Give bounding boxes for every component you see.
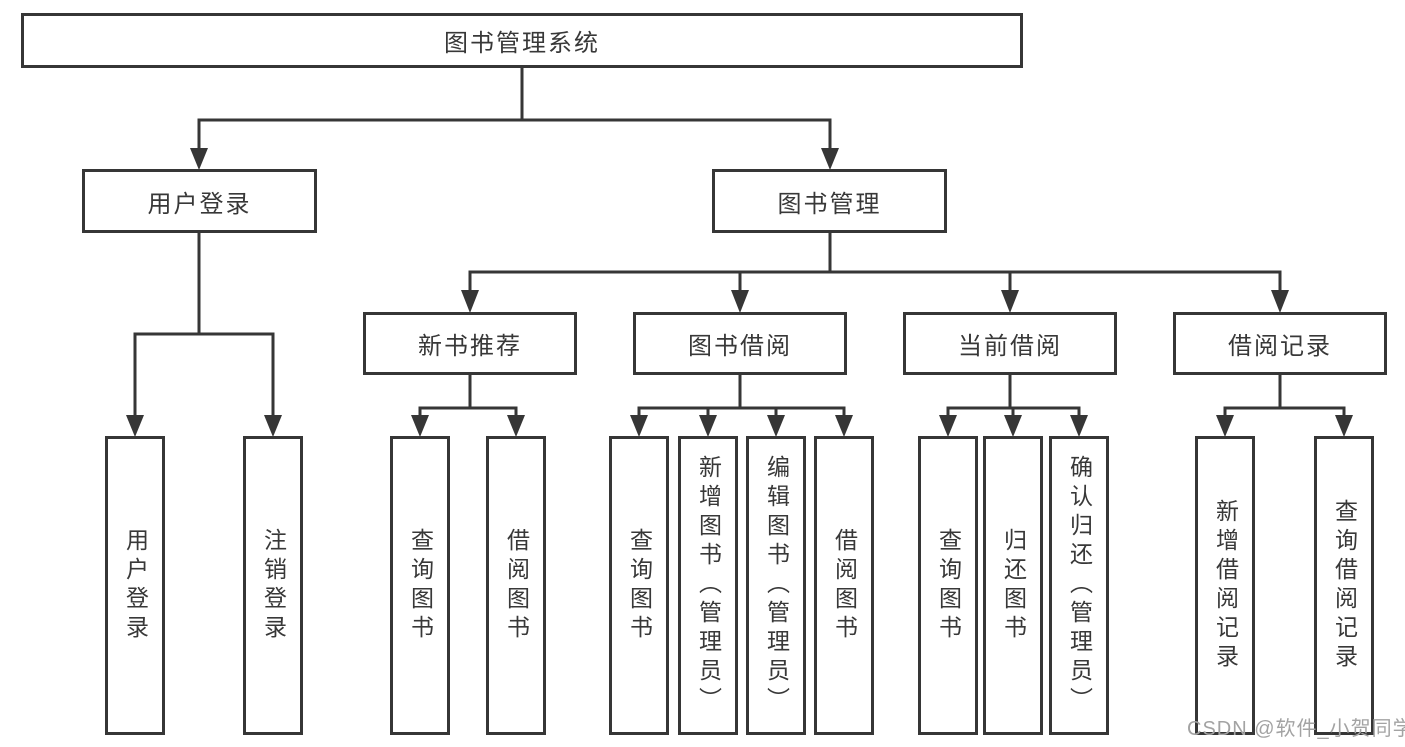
node-library-system: 图书管理系统: [21, 13, 1023, 68]
node-book-borrowing: 图书借阅: [633, 312, 847, 375]
leaf-borrow-books: 借阅图书: [486, 436, 546, 735]
leaf-borrow-books-2: 借阅图书: [814, 436, 874, 735]
leaf-query-books: 查询图书: [390, 436, 450, 735]
leaf-add-borrow-record: 新增借阅记录: [1195, 436, 1255, 735]
node-borrowing-records: 借阅记录: [1173, 312, 1387, 375]
leaf-edit-books-admin: 编辑图书（管理员）: [746, 436, 806, 735]
leaf-query-borrow-record: 查询借阅记录: [1314, 436, 1374, 735]
node-new-book-recommendation: 新书推荐: [363, 312, 577, 375]
leaf-confirm-return-admin: 确认归还（管理员）: [1049, 436, 1109, 735]
leaf-user-login: 用户登录: [105, 436, 165, 735]
node-current-borrowing: 当前借阅: [903, 312, 1117, 375]
leaf-query-books-2: 查询图书: [609, 436, 669, 735]
node-book-management: 图书管理: [712, 169, 947, 233]
leaf-logout: 注销登录: [243, 436, 303, 735]
node-user-login: 用户登录: [82, 169, 317, 233]
leaf-add-books-admin: 新增图书（管理员）: [678, 436, 738, 735]
watermark: CSDN @软件_小贺同学: [1187, 718, 1405, 740]
leaf-query-books-3: 查询图书: [918, 436, 978, 735]
leaf-return-books: 归还图书: [983, 436, 1043, 735]
